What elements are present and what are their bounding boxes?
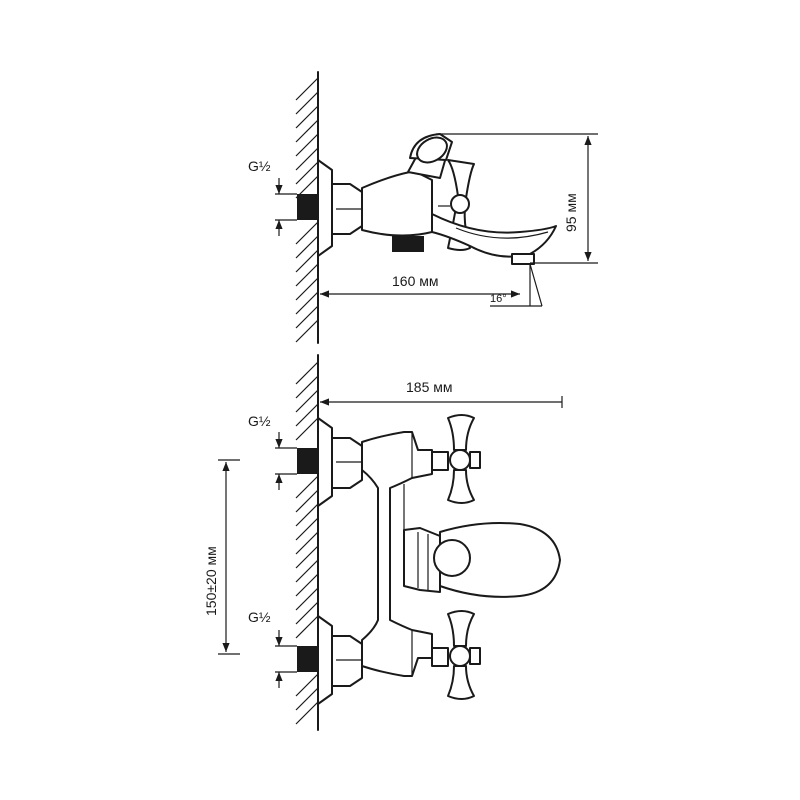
spacing-dimension-front: 150±20 мм — [203, 459, 240, 655]
thread-pipe-side — [297, 194, 318, 220]
wall-front — [295, 354, 319, 731]
width-label-front: 185 мм — [406, 379, 453, 395]
width-dimension-side: 160 мм — [320, 273, 520, 298]
spacing-label-front: 150±20 мм — [203, 546, 219, 616]
thread-pipe-top — [297, 448, 318, 474]
faucet-body-side — [317, 133, 557, 265]
cross-handle-top — [431, 414, 481, 504]
front-view: G½ G½ 185 мм 150±20 мм — [203, 354, 563, 731]
width-dimension-front: 185 мм — [320, 379, 563, 408]
width-label-side: 160 мм — [392, 273, 439, 289]
height-dimension-side: 95 мм — [436, 133, 598, 264]
angle-label: 16° — [490, 293, 507, 305]
angle-marker: 16° — [490, 263, 543, 307]
height-label-side: 95 мм — [563, 193, 579, 232]
side-view: G½ 95 мм — [248, 71, 598, 344]
thread-pipe-bottom — [297, 646, 318, 672]
thread-label-top: G½ — [248, 413, 271, 429]
thread-label-bottom: G½ — [248, 609, 271, 625]
thread-dimension-top: G½ — [248, 413, 297, 490]
cross-handle-bottom — [431, 610, 481, 700]
faucet-body-front — [317, 414, 561, 705]
thread-dimension-bottom: G½ — [248, 609, 297, 688]
thread-label-side: G½ — [248, 158, 271, 174]
thread-dimension-side: G½ — [248, 158, 297, 236]
